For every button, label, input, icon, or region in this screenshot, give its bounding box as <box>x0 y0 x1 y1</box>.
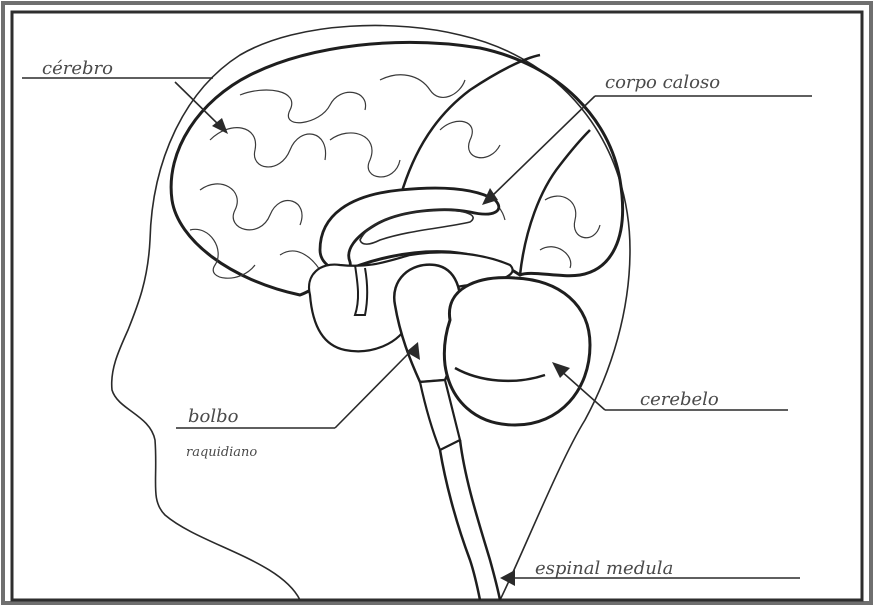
label-corpo-caloso: corpo caloso <box>605 72 720 93</box>
cerebellum <box>444 278 590 425</box>
label-bolbo-sub: raquidiano <box>186 445 257 460</box>
label-cerebelo: cerebelo <box>640 389 719 410</box>
label-medula: espinal medula <box>535 558 673 579</box>
label-bolbo: bolbo <box>188 406 239 427</box>
label-cerebro: cérebro <box>42 58 113 79</box>
